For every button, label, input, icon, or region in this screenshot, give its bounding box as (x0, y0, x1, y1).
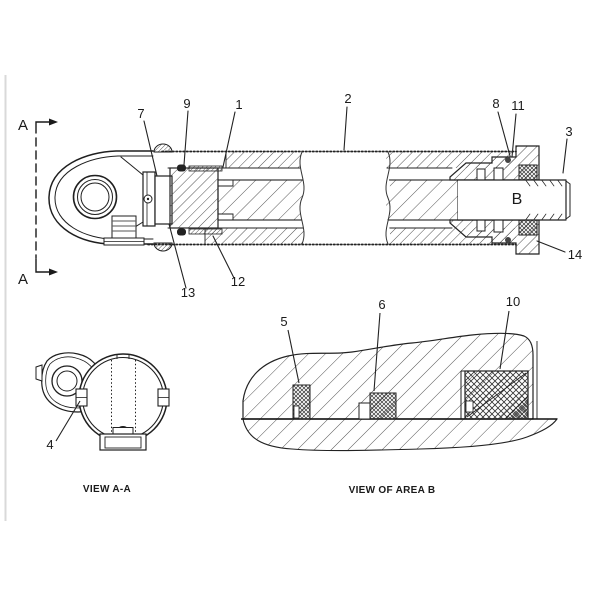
section-label-a-top: A (18, 117, 28, 134)
end-view-barrel (75, 353, 170, 451)
rod-seal-1-top (476, 168, 486, 181)
callout-11: 11 (511, 98, 525, 113)
callout-2: 2 (344, 91, 351, 106)
seal-6 (358, 392, 397, 420)
area-label-b: B (512, 191, 523, 208)
retaining-ring-top (505, 157, 511, 163)
rod-eye (48, 143, 173, 252)
wiper-seal-top (518, 164, 538, 181)
retaining-ring-bottom (505, 237, 511, 243)
view-area-b-caption: VIEW OF AREA B (349, 485, 436, 496)
callout-4: 4 (46, 437, 53, 452)
area-b-leaders (287, 310, 510, 392)
wiper-seal-bottom (518, 219, 538, 236)
callout-9: 9 (183, 96, 190, 111)
rod-detail-body (242, 418, 559, 452)
rod-seal-2-bottom (493, 219, 504, 233)
seal-5 (292, 384, 311, 420)
grease-fitting (103, 215, 145, 246)
main-section-view: A A (18, 91, 582, 300)
view-aa-caption: VIEW A-A (83, 484, 131, 495)
callout-6: 6 (378, 297, 385, 312)
view-a-a: 4 VIEW A-A (35, 352, 170, 495)
thread-ticks (525, 180, 563, 220)
piston-seal-top (177, 164, 186, 172)
callout-5: 5 (280, 314, 287, 329)
section-arrow-top-icon (49, 118, 58, 126)
section-label-a-bottom: A (18, 271, 28, 288)
rod-exposed (457, 179, 571, 221)
rod-seal-2-top (493, 167, 504, 181)
bottom-port (99, 426, 147, 451)
callout-12: 12 (231, 274, 245, 289)
seal-10 (464, 370, 529, 420)
rod-seal-1-bottom (476, 219, 486, 232)
piston-seal-bottom (177, 228, 186, 236)
callout-1: 1 (235, 97, 242, 112)
callout-7: 7 (137, 106, 144, 121)
piston-wear-ring-bottom (188, 228, 223, 235)
callout-14: 14 (568, 247, 582, 262)
break-lines (299, 151, 391, 245)
callout-4-leader (55, 400, 81, 442)
callout-8: 8 (492, 96, 499, 111)
callout-leaders (143, 106, 568, 289)
section-line-a-a (35, 118, 58, 276)
section-arrow-bottom-icon (49, 268, 58, 276)
view-of-area-b: 5 6 10 VIEW OF AREA B (241, 294, 559, 496)
callout-13: 13 (181, 285, 195, 300)
piston-wear-ring-top (188, 165, 223, 172)
piston (169, 164, 223, 236)
weld-boss-top (153, 143, 173, 153)
callout-10: 10 (506, 294, 520, 309)
callout-3: 3 (565, 124, 572, 139)
